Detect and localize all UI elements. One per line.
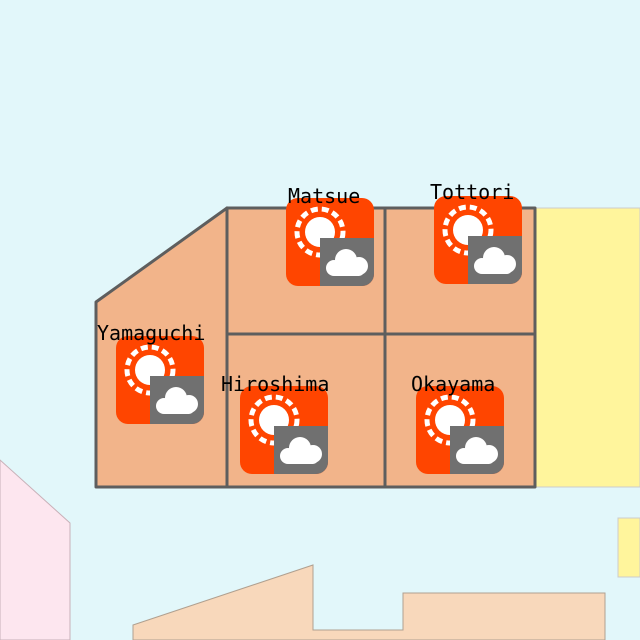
city-name-label: Tottori (430, 180, 514, 204)
sunny-then-cloudy-icon[interactable] (240, 386, 328, 474)
sunny-then-cloudy-icon[interactable] (416, 386, 504, 474)
city-marker-matsue[interactable]: Matsue (286, 184, 374, 286)
city-name-label: Yamaguchi (97, 321, 205, 345)
city-marker-okayama[interactable]: Okayama (411, 372, 504, 474)
sunny-then-cloudy-icon[interactable] (286, 198, 374, 286)
city-name-label: Matsue (288, 184, 360, 208)
city-name-label: Hiroshima (221, 372, 329, 396)
sunny-then-cloudy-icon[interactable] (116, 336, 204, 424)
neighbor-region-west (0, 459, 71, 640)
neighbor-region-east (534, 207, 640, 488)
neighbor-region-south (132, 564, 606, 640)
city-marker-hiroshima[interactable]: Hiroshima (221, 372, 329, 474)
city-marker-yamaguchi[interactable]: Yamaguchi (97, 321, 205, 424)
city-name-label: Okayama (411, 372, 495, 396)
city-marker-tottori[interactable]: Tottori (430, 180, 522, 284)
neighbor-region-east-small (617, 517, 640, 578)
sunny-then-cloudy-icon[interactable] (434, 196, 522, 284)
